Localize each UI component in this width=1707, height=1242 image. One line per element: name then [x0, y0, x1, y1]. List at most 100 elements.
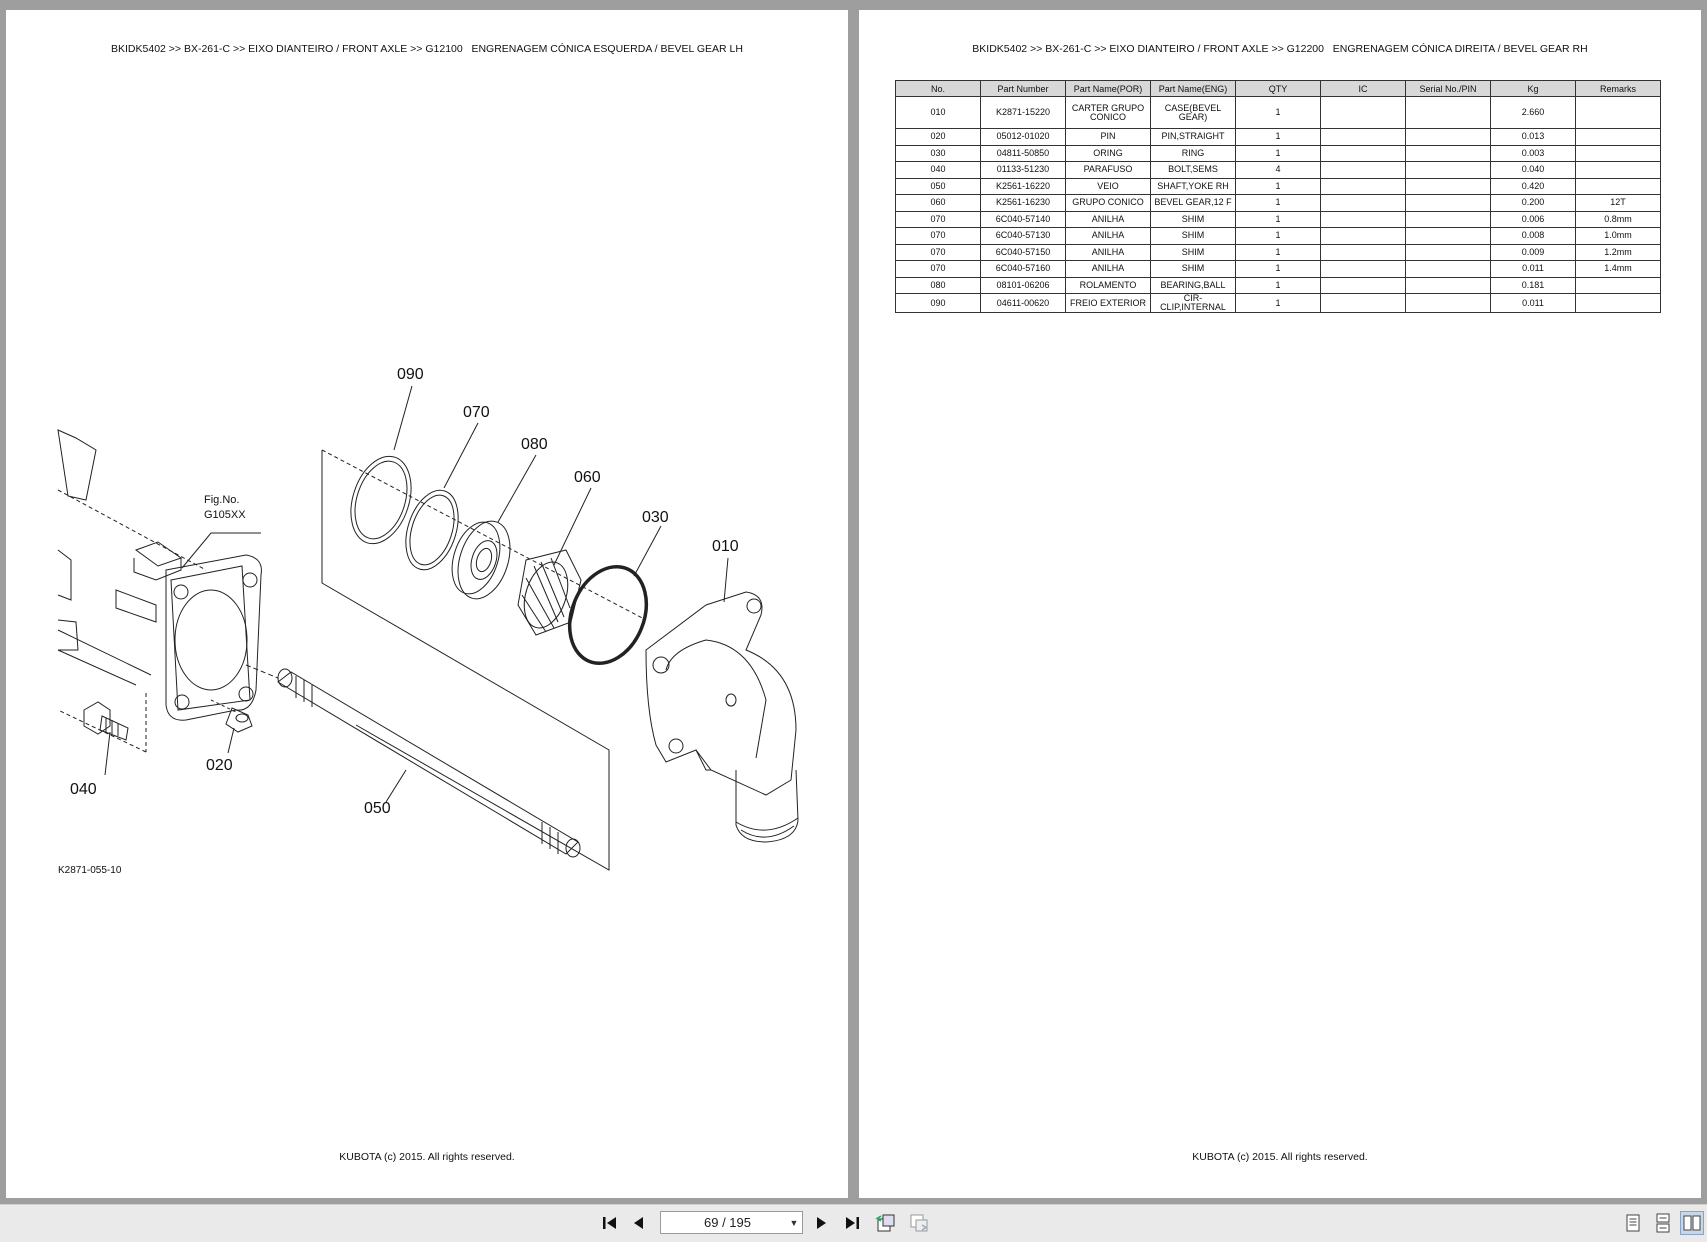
table-cell: 01133-51230	[980, 161, 1066, 179]
table-cell: 4	[1235, 161, 1321, 179]
table-cell	[1405, 243, 1491, 261]
table-cell: ANILHA	[1065, 260, 1151, 278]
table-cell: 1	[1235, 210, 1321, 228]
table-cell	[1320, 227, 1406, 245]
table-cell	[1405, 177, 1491, 195]
table-cell: 1	[1235, 243, 1321, 261]
table-cell: SHIM	[1150, 210, 1236, 228]
table-cell: 1	[1235, 144, 1321, 162]
table-cell	[1575, 96, 1661, 129]
prev-page-icon	[634, 1217, 643, 1229]
table-cell	[1320, 260, 1406, 278]
last-page-button[interactable]	[840, 1211, 864, 1235]
table-cell	[1320, 161, 1406, 179]
table-cell: 0.420	[1490, 177, 1576, 195]
table-cell	[1405, 276, 1491, 294]
shim-070-drawing	[405, 489, 459, 571]
table-cell: ORING	[1065, 144, 1151, 162]
callout-030: 030	[642, 509, 669, 526]
callout-040: 040	[70, 781, 97, 798]
table-cell: 6C040-57140	[980, 210, 1066, 228]
table-cell: GRUPO CONICO	[1065, 194, 1151, 212]
next-view-icon	[910, 1214, 928, 1232]
bearing-080-drawing	[451, 520, 511, 600]
table-cell: 1	[1235, 293, 1321, 313]
last-page-icon	[846, 1217, 859, 1229]
right-page: BKIDK5402 >> BX-261-C >> EIXO DIANTEIRO …	[859, 10, 1701, 1198]
table-cell: 0.040	[1490, 161, 1576, 179]
table-cell: PIN,STRAIGHT	[1150, 128, 1236, 146]
table-cell	[1575, 161, 1661, 179]
column-header: Kg	[1490, 80, 1576, 97]
next-page-button[interactable]	[809, 1211, 833, 1235]
table-cell	[1405, 128, 1491, 146]
table-cell: 0.008	[1490, 227, 1576, 245]
table-cell: 090	[895, 293, 981, 313]
exploded-parts-diagram: 090 070 080 060 030 010 020 040 050 Fig.…	[57, 366, 799, 871]
table-cell: 1	[1235, 260, 1321, 278]
table-cell: 0.009	[1490, 243, 1576, 261]
table-cell: 0.013	[1490, 128, 1576, 146]
table-cell	[1320, 128, 1406, 146]
right-page-footer: KUBOTA (c) 2015. All rights reserved.	[1192, 1151, 1368, 1163]
table-cell: BOLT,SEMS	[1150, 161, 1236, 179]
callout-060: 060	[574, 469, 601, 486]
chevron-down-icon[interactable]: ▼	[789, 1217, 799, 1228]
table-cell: 050	[895, 177, 981, 195]
table-cell: 6C040-57150	[980, 243, 1066, 261]
axle-housing-drawing	[57, 429, 262, 753]
continuous-view-icon	[1656, 1213, 1670, 1233]
table-cell: 0.011	[1490, 293, 1576, 313]
column-header: IC	[1320, 80, 1406, 97]
table-cell: 05012-01020	[980, 128, 1066, 146]
table-cell: SHIM	[1150, 243, 1236, 261]
next-page-icon	[817, 1217, 826, 1229]
two-page-view-button[interactable]	[1680, 1211, 1704, 1235]
column-header: Part Name(POR)	[1065, 80, 1151, 97]
table-cell	[1405, 161, 1491, 179]
table-cell: 1	[1235, 96, 1321, 129]
left-page: BKIDK5402 >> BX-261-C >> EIXO DIANTEIRO …	[6, 10, 848, 1198]
continuous-view-button[interactable]	[1651, 1211, 1675, 1235]
table-cell: SHIM	[1150, 227, 1236, 245]
next-view-button[interactable]	[907, 1211, 931, 1235]
column-header: Part Name(ENG)	[1150, 80, 1236, 97]
left-page-footer: KUBOTA (c) 2015. All rights reserved.	[339, 1151, 515, 1163]
table-cell: 0.003	[1490, 144, 1576, 162]
first-page-button[interactable]	[598, 1211, 622, 1235]
viewer-toolbar: 69 / 195 ▼	[0, 1204, 1707, 1242]
table-cell: 1.4mm	[1575, 260, 1661, 278]
first-page-icon	[603, 1217, 616, 1229]
table-cell: CIR-CLIP,INTERNAL	[1150, 293, 1236, 313]
fig-number: G105XX	[204, 509, 246, 521]
column-header: Serial No./PIN	[1405, 80, 1491, 97]
table-cell: CARTER GRUPO CONICO	[1065, 96, 1151, 129]
single-page-view-button[interactable]	[1621, 1211, 1645, 1235]
prev-view-button[interactable]	[874, 1211, 898, 1235]
table-cell: 060	[895, 194, 981, 212]
table-cell	[1405, 144, 1491, 162]
table-cell: PARAFUSO	[1065, 161, 1151, 179]
table-cell: ANILHA	[1065, 243, 1151, 261]
table-cell: PIN	[1065, 128, 1151, 146]
column-header: No.	[895, 80, 981, 97]
page-number-field[interactable]: 69 / 195 ▼	[660, 1211, 803, 1234]
table-cell: 1	[1235, 276, 1321, 294]
page-indicator: 69 / 195	[704, 1215, 751, 1230]
table-cell: 1	[1235, 227, 1321, 245]
table-cell: BEARING,BALL	[1150, 276, 1236, 294]
bolt-040-drawing	[83, 701, 129, 741]
prev-page-button[interactable]	[627, 1211, 651, 1235]
table-cell	[1575, 177, 1661, 195]
bevel-gear-case-010-drawing	[645, 591, 799, 843]
